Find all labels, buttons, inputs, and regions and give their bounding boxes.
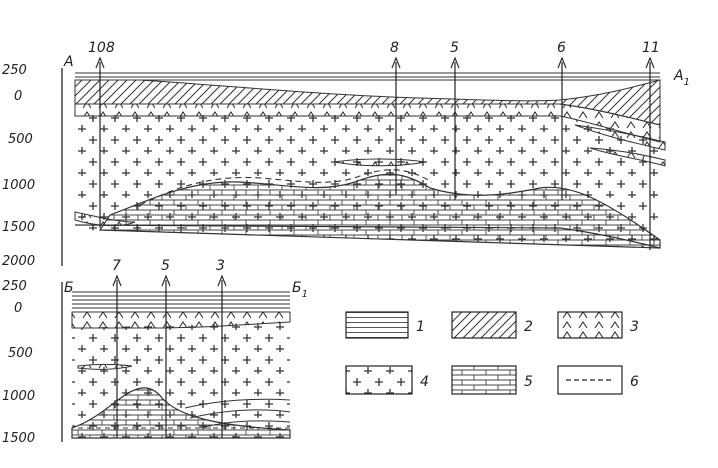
legend-item-2: 2 [451, 311, 533, 339]
legend-item-4: 4 [345, 365, 429, 395]
well-label-11: 11 [642, 40, 660, 56]
lower-depth-label-1500: 1500 [2, 431, 35, 446]
legend: 1 2 3 4 5 6 [345, 311, 639, 395]
upper-base-curve [74, 224, 661, 249]
well-label-5: 5 [450, 40, 459, 56]
upper-carbonate-body [98, 173, 661, 249]
upper-depth-label-1500: 1500 [2, 220, 35, 235]
legend-item-1: 1 [345, 311, 425, 339]
lower-right-lenses [184, 398, 291, 429]
well-label-6: 6 [557, 40, 566, 56]
lower-depth-label-0: 0 [14, 301, 22, 316]
upper-dashed-boundary [139, 169, 433, 206]
lower-depth-label-250: 250 [2, 279, 27, 294]
upper-well-5: 5 [450, 40, 460, 200]
lower-small-lens [77, 364, 133, 370]
lower-caret-band [71, 311, 291, 329]
upper-well-108: 108 [88, 40, 115, 228]
well-label-5-lower: 5 [161, 258, 170, 274]
legend-number-4: 4 [420, 374, 429, 390]
legend-item-6: 6 [557, 365, 639, 395]
upper-right-lens-a [574, 124, 666, 151]
upper-depth-label-1000: 1000 [2, 178, 35, 193]
lower-carbonate-dome [71, 387, 291, 439]
upper-hatched-cover [74, 79, 661, 126]
legend-number-2: 2 [524, 319, 533, 335]
upper-depth-label-2000: 2000 [2, 254, 35, 269]
lower-depth-label-1000: 1000 [2, 389, 35, 404]
well-label-3: 3 [216, 258, 225, 274]
upper-top-lines [75, 72, 660, 81]
well-label-7: 7 [112, 258, 121, 274]
legend-item-3: 3 [557, 311, 639, 339]
upper-left-lens [74, 211, 136, 227]
well-label-8: 8 [390, 40, 399, 56]
well-label-108: 108 [88, 40, 115, 56]
lower-section: 250 0 500 1000 1500 Б Б1 7 5 3 [2, 258, 308, 446]
upper-section: 250 0 500 1000 1500 2000 А А1 108 8 5 6 [2, 40, 690, 269]
upper-well-6: 6 [557, 40, 567, 200]
lower-end-label: Б1 [292, 280, 308, 300]
upper-well-11: 11 [642, 40, 660, 250]
lower-well-3: 3 [216, 258, 227, 438]
legend-number-1: 1 [416, 319, 425, 335]
upper-end-label: А1 [673, 68, 690, 88]
upper-well-8: 8 [390, 40, 401, 195]
upper-depth-label-500: 500 [8, 132, 33, 147]
lower-depth-label-500: 500 [8, 346, 33, 361]
lower-well-5: 5 [161, 258, 171, 438]
upper-depth-label-250: 250 [2, 63, 27, 78]
legend-number-3: 3 [630, 319, 639, 335]
lower-start-label: Б [64, 280, 74, 296]
legend-item-5: 5 [451, 365, 533, 395]
legend-number-6: 6 [630, 374, 639, 390]
upper-start-label: А [63, 54, 74, 70]
upper-depth-label-0: 0 [14, 89, 22, 104]
legend-number-5: 5 [524, 374, 533, 390]
upper-right-lens-b [589, 147, 666, 167]
lower-top-lines [72, 291, 290, 313]
lower-well-7: 7 [112, 258, 122, 438]
upper-small-lens [334, 158, 426, 167]
